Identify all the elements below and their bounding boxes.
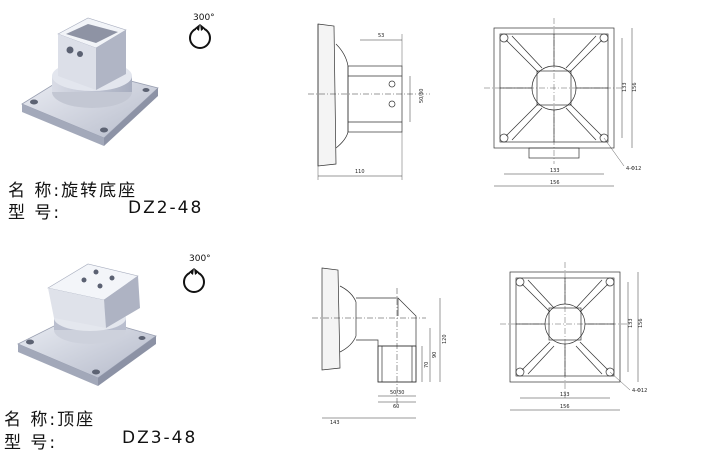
dim-inner: 133 xyxy=(550,168,560,174)
product-1-plan-drawing: 133 156 133 156 4-Φ12 xyxy=(484,18,641,187)
model-value: DZ3-48 xyxy=(122,428,198,448)
model-label: 型 号: xyxy=(4,433,58,453)
dim-outer: 156 xyxy=(560,404,570,410)
dim-inner-v: 133 xyxy=(622,82,628,92)
dim-outer-v: 156 xyxy=(638,318,644,328)
dim-inner: 133 xyxy=(560,392,570,398)
dim-h1: 70 xyxy=(424,362,430,368)
product-name-row: 名 称:顶座 xyxy=(4,405,95,430)
model-value: DZ2-48 xyxy=(128,198,204,218)
dim-outer: 156 xyxy=(550,180,560,186)
product-model-row: 型 号: xyxy=(8,198,61,223)
name-value: 顶座 xyxy=(57,410,96,430)
dim-base-width: 110 xyxy=(355,169,365,175)
product-2-side-drawing: 50/30 70 90 120 60 143 xyxy=(312,267,448,426)
dim-holes: 4-Φ12 xyxy=(632,388,647,394)
dim-h3: 120 xyxy=(442,334,448,344)
dim-base-width: 143 xyxy=(330,420,340,426)
product-1-photo xyxy=(21,17,159,146)
name-label: 名 称: xyxy=(4,410,58,430)
rotation-icon xyxy=(189,24,211,49)
product-2-photo xyxy=(17,263,157,386)
dim-bore: 50/30 xyxy=(419,89,425,103)
dim-h2: 90 xyxy=(432,352,438,358)
dim-w1: 60 xyxy=(393,404,399,410)
rotation-label: 300° xyxy=(193,13,215,23)
product-name-row: 名 称:旋转底座 xyxy=(8,176,137,201)
dim-top-width: 53 xyxy=(378,33,384,39)
product-1-side-drawing: 53 50/30 110 xyxy=(308,23,430,180)
name-label: 名 称: xyxy=(8,181,62,201)
product-2-plan-drawing: 133 156 133 156 4-Φ12 xyxy=(500,262,647,411)
dim-outer-v: 156 xyxy=(632,82,638,92)
product-model-row: 型 号: xyxy=(4,428,57,453)
dim-inner-v: 133 xyxy=(628,318,634,328)
name-value: 旋转底座 xyxy=(61,181,138,201)
dim-holes: 4-Φ12 xyxy=(626,166,641,172)
model-label: 型 号: xyxy=(8,203,62,223)
rotation-label: 300° xyxy=(189,254,211,264)
rotation-icon xyxy=(183,268,205,293)
dim-bore: 50/30 xyxy=(390,390,404,396)
